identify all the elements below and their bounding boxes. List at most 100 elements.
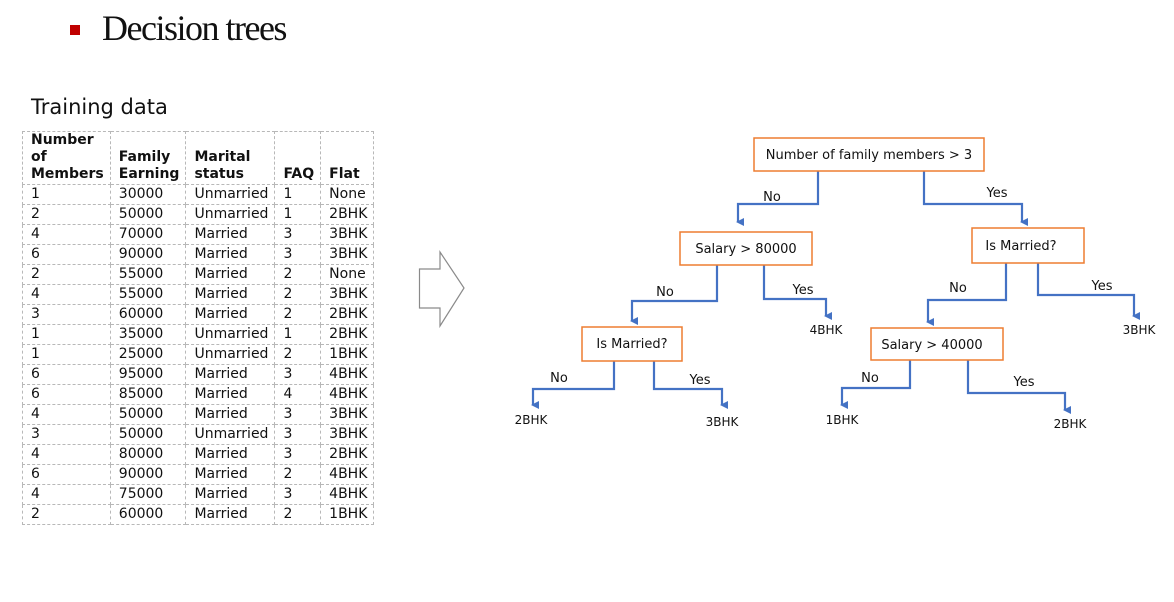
table-cell-flat: 1BHK [320, 504, 375, 525]
edge-label-salary40-yes: Yes [1013, 375, 1035, 390]
table-cell-flat: 4BHK [320, 384, 375, 405]
edge-label-root-no: No [763, 190, 781, 205]
table-cell-flat: 1BHK [320, 344, 375, 365]
column-header-line: Marital [194, 149, 251, 165]
column-header-line: Number [31, 132, 94, 148]
table-cell-earning: 60000 [109, 504, 187, 525]
edge-label-root-yes: Yes [986, 186, 1008, 201]
table-cell-marital-status: Married [185, 404, 276, 425]
edge-salary80-yes [762, 265, 832, 320]
table-cell-earning: 50000 [109, 204, 187, 225]
node-is-married-right: Is Married? [971, 227, 1085, 264]
edge-married-right-yes [1036, 263, 1140, 320]
table-cell-marital-status: Married [185, 444, 276, 465]
node-is-married-left-label: Is Married? [596, 337, 667, 352]
table-cell-marital-status: Married [185, 244, 276, 265]
table-cell-flat: 3BHK [320, 404, 375, 425]
edge-label-salary80-no: No [656, 285, 674, 300]
edge-label-married-left-yes: Yes [689, 373, 711, 388]
table-cell-marital-status: Married [185, 504, 276, 525]
table-cell-earning: 35000 [109, 324, 187, 345]
table-cell-flat: 3BHK [320, 224, 375, 245]
slide-title-text: Decision trees [102, 8, 287, 48]
table-cell-earning: 55000 [109, 284, 187, 305]
table-cell-earning: 50000 [109, 424, 187, 445]
slide-title: Decision trees [70, 6, 287, 50]
column-header-line: status [194, 166, 244, 182]
table-cell-marital-status: Unmarried [185, 184, 276, 205]
node-is-married-right-label: Is Married? [985, 239, 1056, 254]
table-cell-earning: 90000 [109, 464, 187, 485]
table-cell-flat: 3BHK [320, 424, 375, 445]
table-cell-earning: 55000 [109, 264, 187, 285]
edge-salary40-yes [966, 360, 1071, 414]
leaf-salary80-yes: 4BHK [810, 323, 844, 337]
table-cell-marital-status: Unmarried [185, 324, 276, 345]
table-cell-flat: 2BHK [320, 444, 375, 465]
table-cell-members: 2 [22, 204, 111, 225]
table-cell-marital-status: Married [185, 284, 276, 305]
leaf-married-right-yes: 3BHK [1123, 323, 1157, 337]
leaf-married-left-yes: 3BHK [706, 415, 740, 429]
table-cell-earning: 95000 [109, 364, 187, 385]
table-cell-earning: 90000 [109, 244, 187, 265]
table-cell-flat: 4BHK [320, 484, 375, 505]
edge-label-married-right-no: No [949, 281, 967, 296]
node-salary-80000-label: Salary > 80000 [695, 242, 796, 257]
table-cell-marital-status: Married [185, 384, 276, 405]
table-caption: Training data [31, 95, 168, 119]
edge-married-left-no [531, 361, 616, 409]
table-cell-marital-status: Unmarried [185, 424, 276, 445]
node-is-married-left: Is Married? [581, 326, 683, 362]
right-arrow-icon [418, 250, 465, 329]
edge-married-left-yes [652, 361, 728, 409]
table-cell-marital-status: Married [185, 464, 276, 485]
leaf-salary40-yes: 2BHK [1054, 417, 1088, 431]
table-cell-marital-status: Married [185, 224, 276, 245]
edge-label-married-left-no: No [550, 371, 568, 386]
column-header-line: Flat [329, 166, 360, 182]
node-salary-40000: Salary > 40000 [870, 327, 1004, 361]
column-header-line: FAQ [283, 166, 315, 182]
edge-label-salary40-no: No [861, 371, 879, 386]
leaf-salary40-no: 1BHK [826, 413, 860, 427]
leaf-married-left-no: 2BHK [515, 413, 549, 427]
table-cell-marital-status: Unmarried [185, 344, 276, 365]
column-header-line: Earning [118, 166, 180, 182]
table-cell-flat: 2BHK [320, 204, 375, 225]
table-cell-marital-status: Married [185, 304, 276, 325]
column-header-faq: FAQ [274, 131, 322, 185]
edge-root-no [736, 171, 820, 226]
node-root: Number of family members > 3 [753, 137, 985, 172]
table-cell-earning: 70000 [109, 224, 187, 245]
edge-label-salary80-yes: Yes [792, 283, 814, 298]
column-header-line: Members [31, 166, 104, 182]
column-header-line: of [31, 149, 47, 165]
edge-salary40-no [840, 360, 912, 409]
table-cell-members: 2 [22, 504, 111, 525]
edge-married-right-no [926, 263, 1008, 326]
table-cell-earning: 50000 [109, 404, 187, 425]
table-cell-flat: 3BHK [320, 244, 375, 265]
node-salary-80000: Salary > 80000 [679, 231, 813, 266]
table-cell-earning: 25000 [109, 344, 187, 365]
column-header-line: Family [118, 149, 171, 165]
